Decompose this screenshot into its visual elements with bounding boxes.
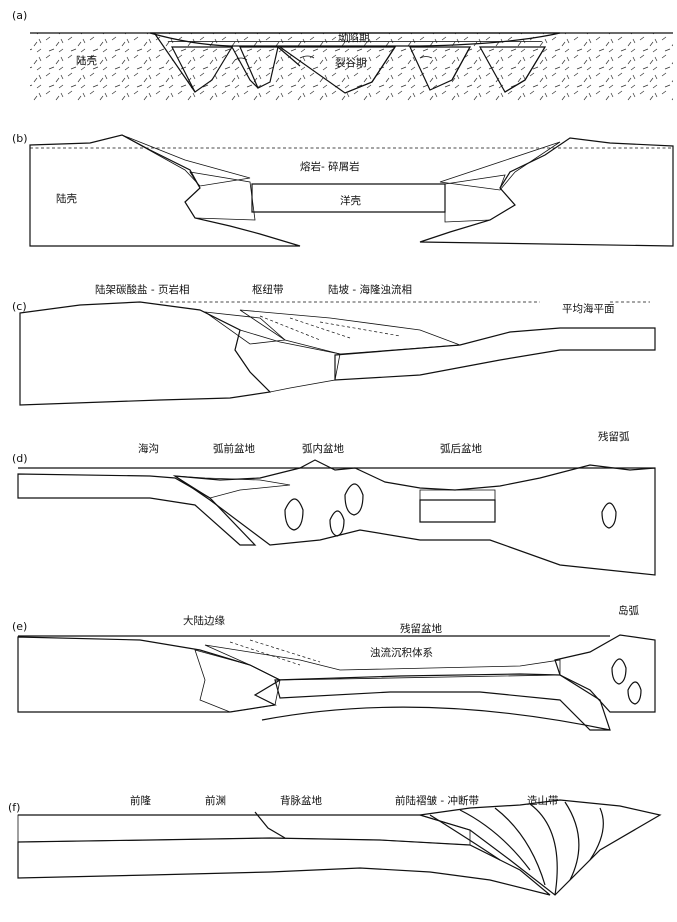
panel-b-igneous-left <box>184 171 256 221</box>
label-forearc: 弧前盆地 <box>213 442 255 455</box>
panel-a-graben-2 <box>239 46 279 89</box>
label-shelf: 陆架碳酸盐 - 页岩相 <box>95 283 189 296</box>
panel-e-crust <box>17 636 282 713</box>
panel-b-wedge-right <box>439 141 561 191</box>
panel-e-island-arc <box>554 634 656 713</box>
panel-c-ocean-crust <box>334 327 656 381</box>
panel-c: (c) 陆架碳酸盐 - 页岩相 枢纽带 陆坡 - 海隆浊流相 平均海平面 <box>12 283 656 406</box>
panel-a-sag-fill <box>165 38 545 44</box>
label-foredeep: 前渊 <box>205 794 226 807</box>
panel-e-pluton-2 <box>627 681 642 705</box>
panel-f-tag: (f) <box>8 801 20 814</box>
panel-e-igneous <box>194 649 281 713</box>
label-rift: 裂谷期 <box>335 56 367 69</box>
panel-e-pluton-1 <box>611 658 627 685</box>
panel-b-wedge-left <box>121 134 251 187</box>
label-backarc: 弧后盆地 <box>440 442 482 455</box>
panel-d: (d) 海沟 弧前盆地 弧内盆地 弧后盆地 残留弧 <box>12 430 656 576</box>
label-sealevel: 平均海平面 <box>562 302 615 315</box>
label-forebulge: 前隆 <box>130 794 151 807</box>
label-island-arc: 岛弧 <box>618 604 639 617</box>
panel-d-pluton-1 <box>284 498 304 531</box>
panel-f-thrust-belt <box>419 799 662 896</box>
panel-d-pluton-2 <box>344 483 364 516</box>
label-turbidite: 浊流沉积体系 <box>370 646 433 659</box>
label-backbulge: 背脉盆地 <box>280 794 322 807</box>
label-remnant-arc: 残留弧 <box>598 430 630 443</box>
label-crust-b: 陆壳 <box>56 192 77 205</box>
label-lava: 熔岩- 碎屑岩 <box>300 160 360 173</box>
label-residual-basin: 残留盆地 <box>400 622 442 635</box>
label-sag: 坳陷期 <box>338 31 370 44</box>
panel-c-igneous <box>234 329 341 393</box>
panel-d-backarc-ocean <box>419 499 496 523</box>
label-margin: 大陆边缘 <box>183 614 225 627</box>
panel-e-ocean-plate <box>274 673 611 731</box>
panel-b-crust-right <box>419 137 674 247</box>
label-orogen: 造山带 <box>527 794 559 807</box>
panel-b-tag: (b) <box>12 132 28 145</box>
panel-c-carbonate <box>203 311 286 345</box>
label-fold-belt: 前陆褶皱 - 冲断带 <box>395 794 479 807</box>
panel-b-igneous-right <box>444 174 516 223</box>
panel-c-crust <box>19 301 272 406</box>
panel-c-tag: (c) <box>12 300 27 313</box>
label-slope: 陆坡 - 海隆浊流相 <box>328 283 412 296</box>
panel-a-graben-1 <box>171 46 234 93</box>
label-crust-a: 陆壳 <box>76 54 97 67</box>
panel-f-basement <box>17 837 551 896</box>
panel-d-pluton-3 <box>329 510 345 537</box>
panel-b: (b) 熔岩- 碎屑岩 洋壳 陆壳 <box>12 132 674 247</box>
panel-d-backarc-fill <box>419 489 496 501</box>
panel-f: (f) 前隆 前渊 背脉盆地 前陆褶皱 - 冲断带 造山带 <box>8 794 662 896</box>
label-ocean-crust: 洋壳 <box>340 194 361 207</box>
label-hinge: 枢纽带 <box>252 283 284 296</box>
panel-e-tag: (e) <box>12 620 27 633</box>
panel-a-tag: (a) <box>12 9 27 22</box>
panel-d-arc-crust <box>172 459 656 576</box>
panel-d-subducting-plate <box>17 473 257 546</box>
panel-a: (a) 坳陷期 裂谷期 陆壳 <box>12 9 673 102</box>
panel-d-forearc <box>174 475 291 499</box>
panel-b-ocean-crust <box>251 183 446 213</box>
label-trench: 海沟 <box>138 442 159 455</box>
label-intraarc: 弧内盆地 <box>302 442 344 455</box>
panel-d-tag: (d) <box>12 452 28 465</box>
panel-d-pluton-4 <box>601 502 617 529</box>
panel-e: (e) 大陆边缘 残留盆地 岛弧 浊流沉积体系 <box>12 604 656 731</box>
